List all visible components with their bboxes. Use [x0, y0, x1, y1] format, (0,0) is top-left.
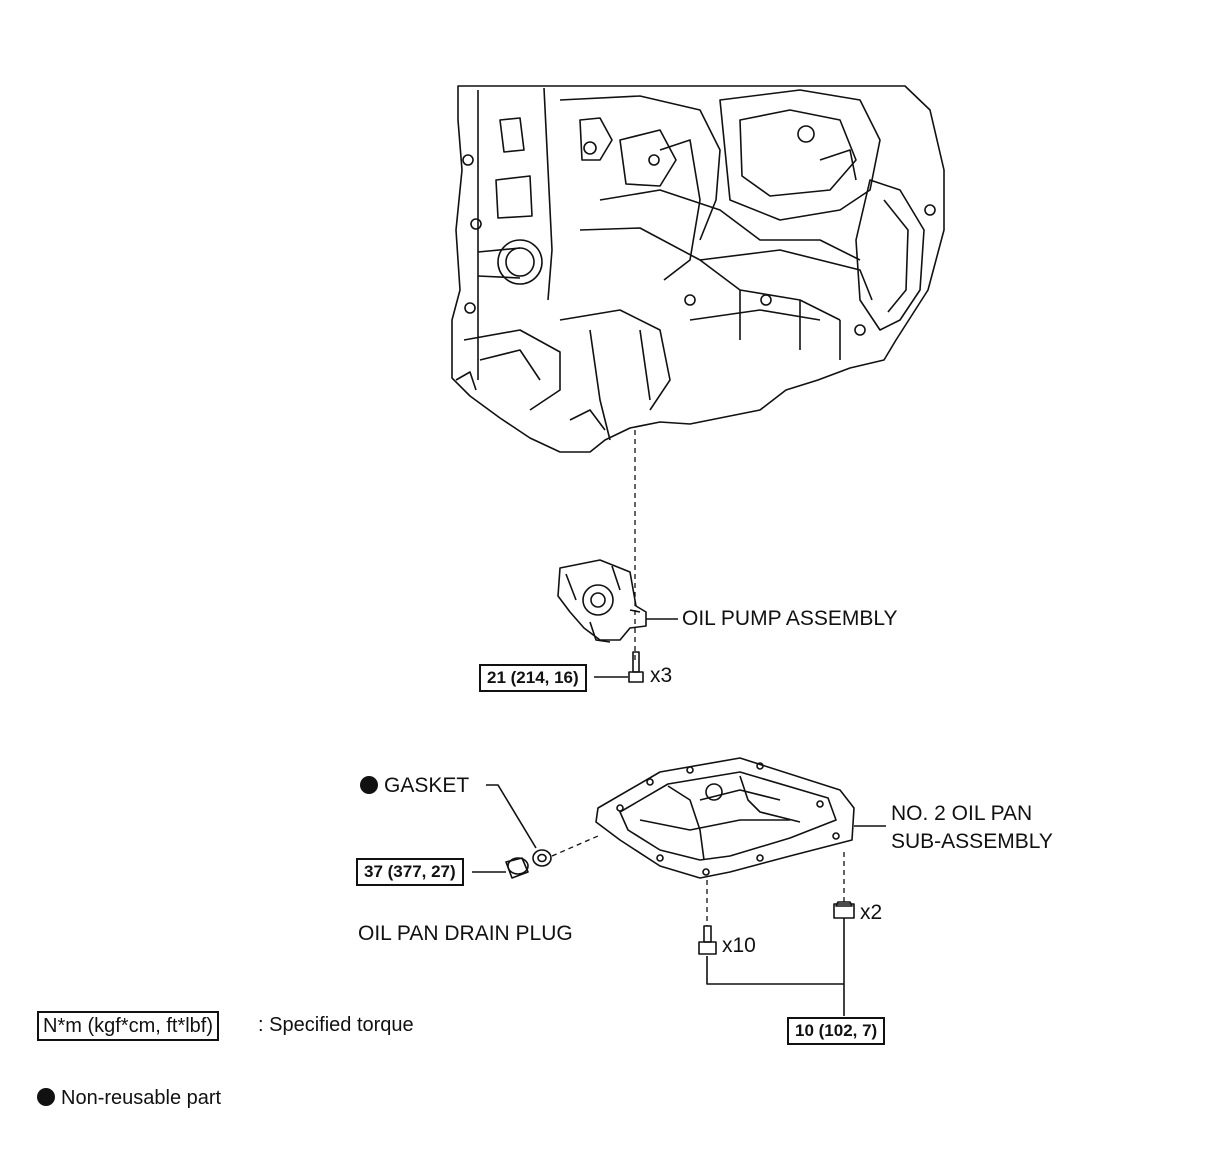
oil-pan-torque-box: 10 (102, 7)	[787, 1017, 886, 1045]
gasket-label: GASKET	[360, 774, 469, 798]
oil-pump-label: OIL PUMP ASSEMBLY	[682, 607, 898, 630]
non-reusable-legend-text: Non-reusable part	[61, 1087, 222, 1109]
oil-pan-nut-icon	[833, 901, 855, 919]
oil-pan-label-line2: SUB-ASSEMBLY	[891, 830, 1053, 853]
non-reusable-legend: Non-reusable part	[37, 1086, 221, 1110]
drain-plug-label: OIL PAN DRAIN PLUG	[358, 922, 573, 945]
gasket-icon	[532, 849, 552, 867]
drain-plug-icon	[505, 857, 529, 879]
oil-pan-label-line1: NO. 2 OIL PAN	[891, 802, 1033, 825]
oil-pan-nut-qty: x2	[860, 901, 883, 924]
oil-pump-illustration	[557, 559, 647, 643]
torque-unit-legend-box: N*m (kgf*cm, ft*lbf)	[37, 1011, 220, 1041]
oil-pump-bolt-icon	[628, 651, 644, 683]
oil-pump-bolt-qty: x3	[650, 664, 673, 687]
oil-pan-bolt-icon	[698, 925, 717, 955]
drain-plug-torque-box: 37 (377, 27)	[356, 858, 464, 886]
engine-block-illustration	[451, 85, 945, 453]
non-reusable-dot-icon	[360, 776, 378, 794]
non-reusable-legend-dot-icon	[37, 1088, 55, 1106]
oil-pan-illustration	[595, 757, 855, 879]
gasket-label-text: GASKET	[384, 774, 470, 797]
torque-legend-desc: : Specified torque	[258, 1014, 414, 1036]
oil-pan-bolt-qty: x10	[722, 934, 756, 957]
oil-pump-torque-box: 21 (214, 16)	[479, 664, 587, 692]
